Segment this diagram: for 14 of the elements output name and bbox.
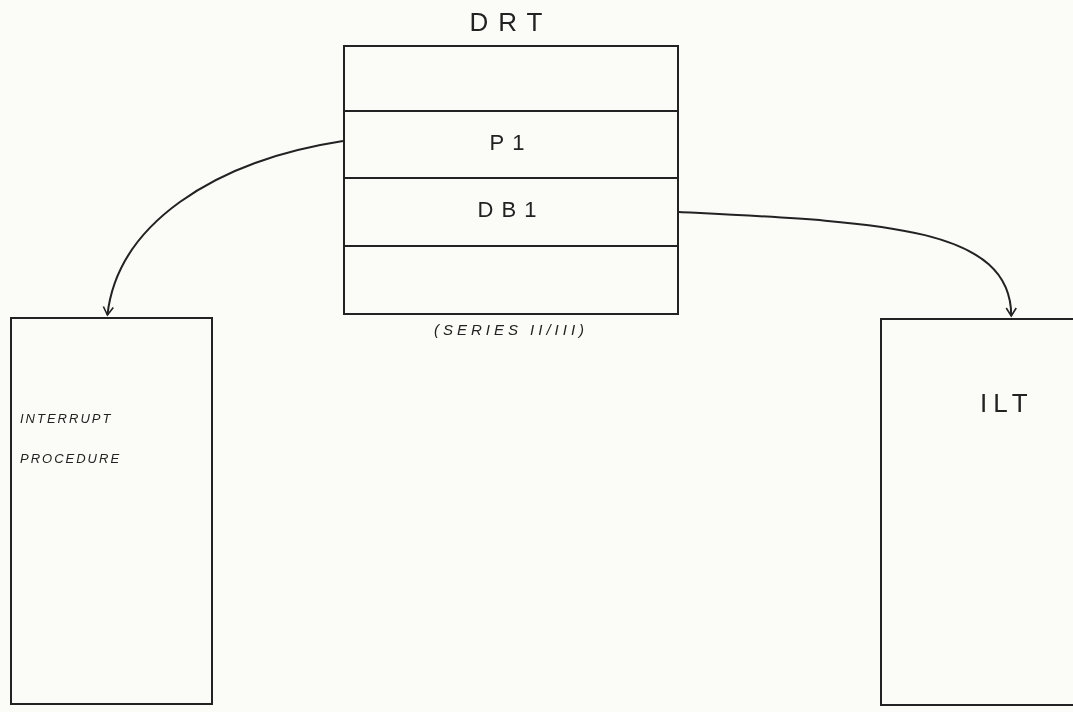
row-label: DB1 — [476, 197, 546, 223]
curved-arrow — [678, 211, 1016, 317]
table-row — [343, 45, 679, 112]
table-title: DRT — [468, 7, 554, 38]
table-row — [343, 177, 679, 247]
process-box — [880, 318, 1073, 706]
process-box — [10, 317, 213, 705]
box-label: ILT — [980, 388, 1034, 419]
row-label: P1 — [488, 130, 534, 156]
table-row — [343, 110, 679, 179]
table-caption: (SERIES II/III) — [432, 321, 590, 338]
curved-arrow — [103, 140, 344, 316]
box-label: INTERRUPT PROCEDURE — [20, 410, 123, 468]
table-row — [343, 245, 679, 315]
